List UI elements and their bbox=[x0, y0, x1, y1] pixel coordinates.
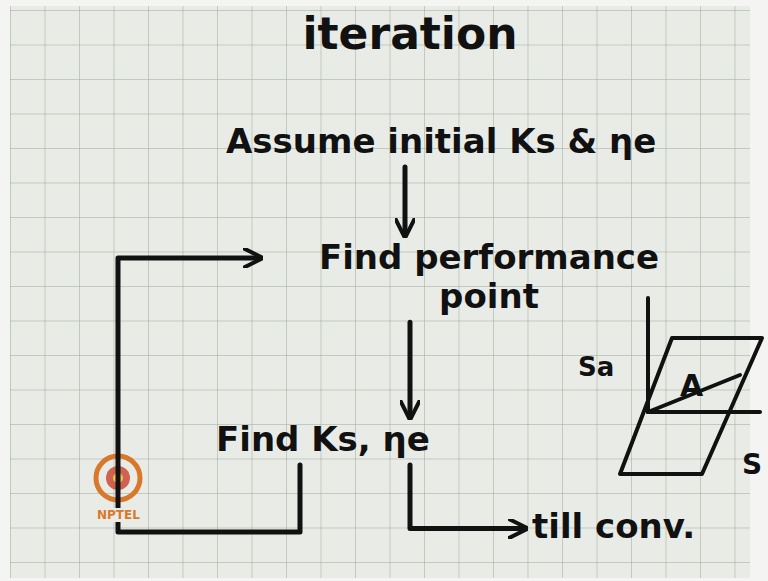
hysteresis-sketch bbox=[620, 298, 762, 474]
flow-arrow bbox=[118, 258, 300, 532]
axis-label: S bbox=[742, 448, 762, 481]
step-text: till conv. bbox=[532, 507, 695, 546]
page-title: iteration bbox=[0, 8, 768, 59]
step-text: Find performance point bbox=[269, 238, 709, 316]
area-label: A bbox=[680, 368, 703, 403]
process-step: Find performance point bbox=[265, 236, 713, 318]
axis-label: Sa bbox=[578, 352, 614, 382]
flow-arrow bbox=[403, 167, 408, 234]
process-step: Assume initial Ks & ηe bbox=[222, 120, 660, 163]
step-text: Find Ks, ηe bbox=[216, 420, 430, 459]
paper-sheet bbox=[10, 6, 750, 578]
process-step: Find Ks, ηe bbox=[212, 418, 434, 461]
grid-lines bbox=[10, 6, 750, 578]
logo-text: NPTEL bbox=[95, 508, 142, 522]
end-condition: till conv. bbox=[528, 505, 699, 548]
step-text: Assume initial Ks & ηe bbox=[226, 122, 656, 161]
flow-arrow bbox=[408, 322, 413, 416]
flow-arrow bbox=[410, 465, 524, 528]
